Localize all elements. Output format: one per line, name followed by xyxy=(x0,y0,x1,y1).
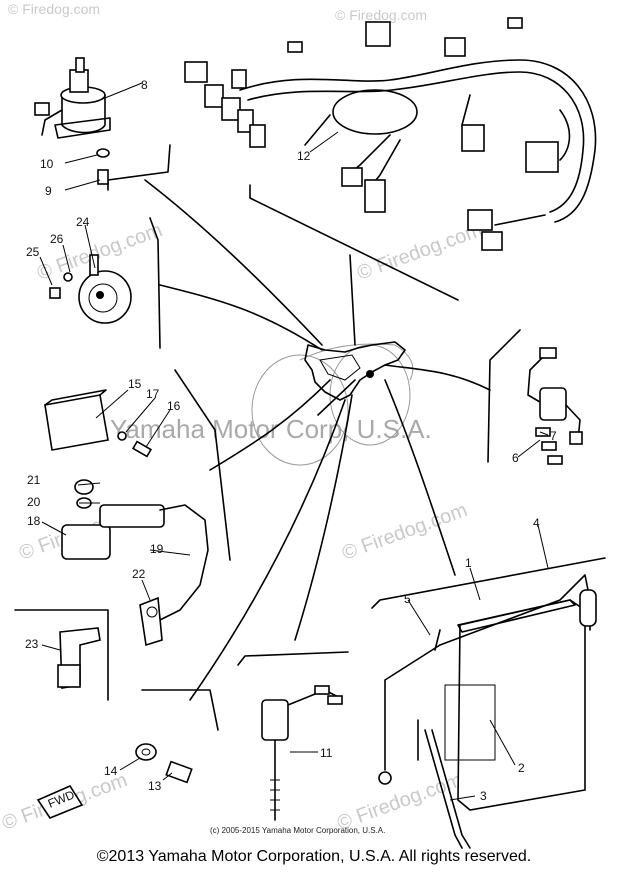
callout-26: 26 xyxy=(50,232,64,246)
watermark-site: © Firedog.com xyxy=(335,7,427,23)
neutral-switch xyxy=(135,743,193,784)
callout-18: 18 xyxy=(27,514,41,528)
callout-leaders xyxy=(39,82,549,801)
callout-4: 4 xyxy=(533,516,540,530)
callout-3: 3 xyxy=(480,789,487,803)
callout-9: 9 xyxy=(45,184,52,198)
callout-5: 5 xyxy=(404,592,411,606)
ground-point xyxy=(366,370,374,378)
callout-8: 8 xyxy=(141,78,148,92)
plug-cap xyxy=(57,627,101,689)
callout-12: 12 xyxy=(297,149,311,163)
callout-6: 6 xyxy=(512,451,519,465)
watermark-site: © Firedog.com xyxy=(8,1,100,17)
master-cylinder xyxy=(61,479,209,647)
callout-10: 10 xyxy=(40,157,54,171)
callout-7: 7 xyxy=(550,429,557,443)
callout-14: 14 xyxy=(104,764,118,778)
callout-17: 17 xyxy=(146,387,160,401)
pointer-lines xyxy=(144,179,491,701)
callout-2: 2 xyxy=(518,761,525,775)
watermark-site: © Firedog.com xyxy=(339,499,470,565)
ignition-switch xyxy=(34,57,111,185)
fine-print: (c) 2005-2015 Yamaha Motor Corporation, … xyxy=(210,826,385,835)
callout-16: 16 xyxy=(167,399,181,413)
callout-24: 24 xyxy=(76,215,90,229)
forward-arrow: FWD xyxy=(36,784,84,819)
bracket-lines xyxy=(14,144,606,731)
battery xyxy=(378,574,597,849)
wire-harness xyxy=(184,17,597,251)
watermark-site: © Firedog.com xyxy=(354,219,485,285)
callout-11: 11 xyxy=(320,746,333,760)
frame-center xyxy=(304,341,406,401)
callout-20: 20 xyxy=(27,495,41,509)
callout-19: 19 xyxy=(150,542,164,556)
sensor-switch-assembly xyxy=(527,347,583,465)
callout-22: 22 xyxy=(132,567,146,581)
callout-15: 15 xyxy=(128,377,142,391)
callout-25: 25 xyxy=(26,245,40,259)
stop-switch xyxy=(261,685,343,821)
callout-1: 1 xyxy=(465,556,472,570)
callout-labels: 8 10 9 12 24 26 25 15 17 16 21 20 18 19 … xyxy=(25,78,557,803)
callout-21: 21 xyxy=(27,473,41,487)
callout-23: 23 xyxy=(25,637,39,651)
flasher-relay xyxy=(44,389,153,458)
copyright-notice: ©2013 Yamaha Motor Corporation, U.S.A. A… xyxy=(96,848,532,865)
callout-13: 13 xyxy=(148,779,162,793)
frame-outline xyxy=(251,343,414,466)
